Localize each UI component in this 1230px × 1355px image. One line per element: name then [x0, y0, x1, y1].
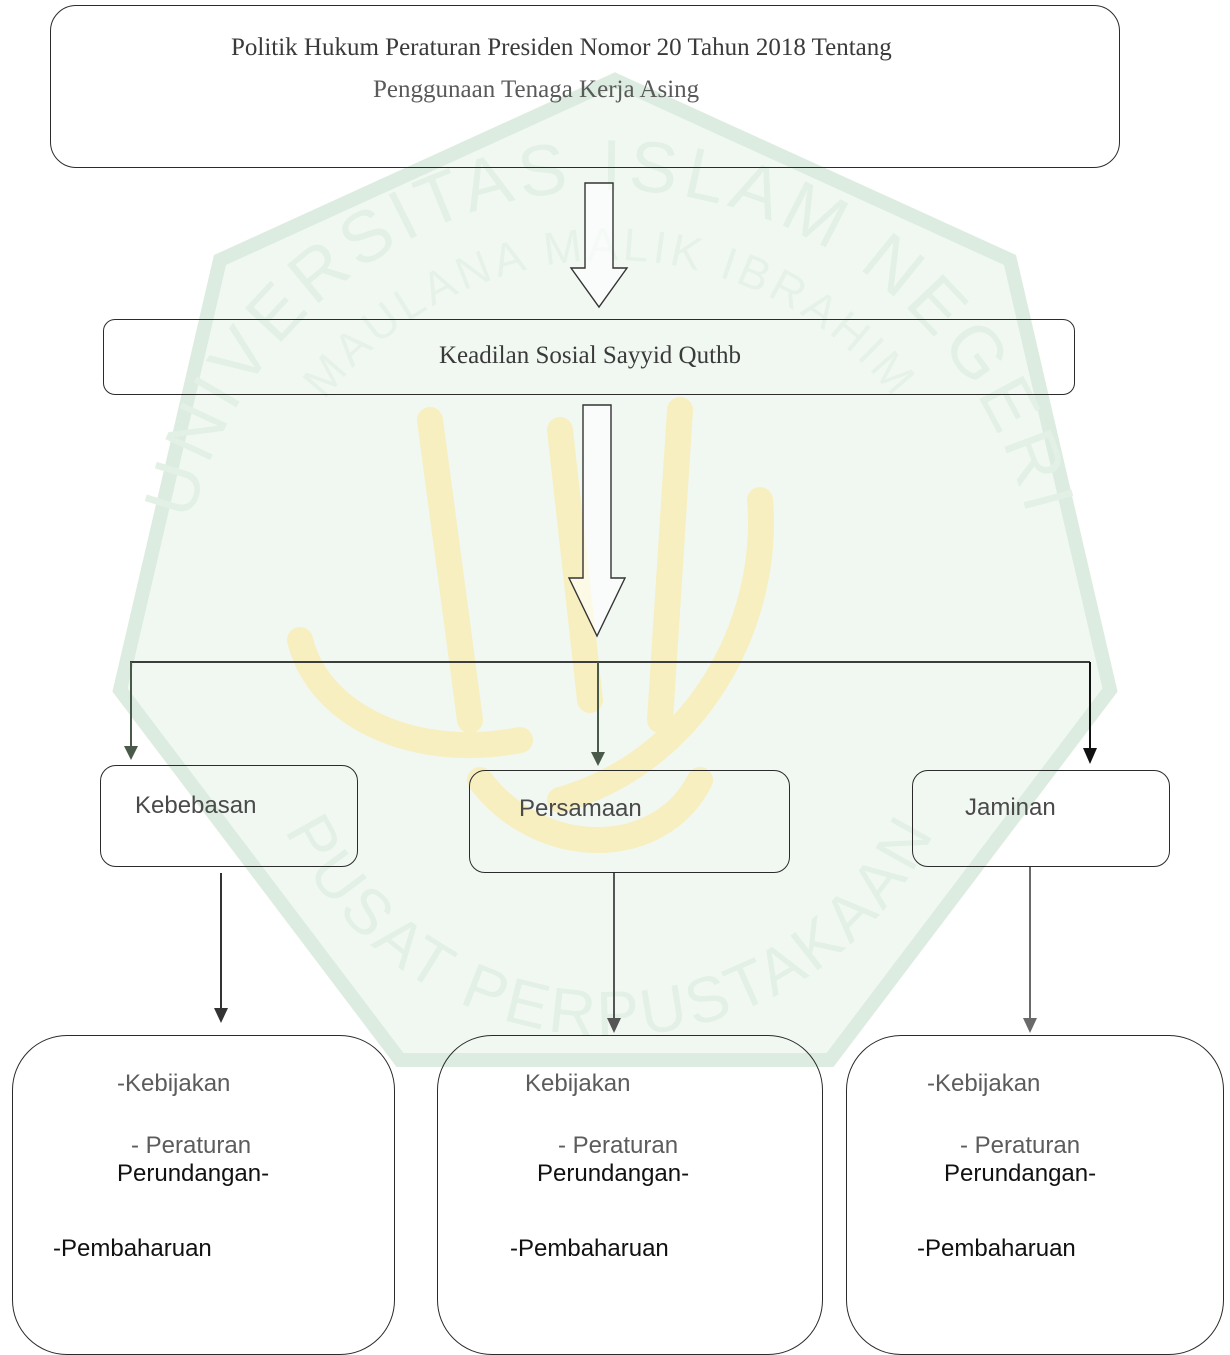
category-box-kebebasan: Kebebasan: [100, 765, 358, 867]
title-box: Politik Hukum Peraturan Presiden Nomor 2…: [50, 5, 1120, 168]
category-box-persamaan: Persamaan: [469, 770, 790, 873]
leaf-item-perundangan: Perundangan-: [537, 1160, 690, 1187]
category-label: Kebebasan: [135, 792, 257, 819]
leaf-item-kebijakan: -Kebijakan: [117, 1070, 231, 1097]
category-box-jaminan: Jaminan: [912, 770, 1170, 867]
leaf-item-peraturan: - Peraturan: [131, 1132, 252, 1159]
leaf-item-kebijakan: -Kebijakan: [927, 1070, 1041, 1097]
leaf-item-peraturan: - Peraturan: [558, 1132, 679, 1159]
watermark-heptagon: [112, 72, 1118, 1067]
concept-label: Keadilan Sosial Sayyid Quthb: [438, 342, 742, 369]
leaf-item-pembaharuan: -Pembaharuan: [53, 1235, 212, 1262]
arrowhead-middle: [591, 752, 605, 766]
title-line-2: Penggunaan Tenaga Kerja Asing: [373, 76, 700, 103]
leaf-item-perundangan: Perundangan-: [117, 1160, 270, 1187]
title-line-1: Politik Hukum Peraturan Presiden Nomor 2…: [231, 34, 892, 61]
leaf-item-pembaharuan: -Pembaharuan: [917, 1235, 1076, 1262]
hollow-down-arrow-2: [567, 404, 627, 638]
leaf-box-left: -Kebijakan - Peraturan Perundangan- -Pem…: [12, 1035, 395, 1355]
leaf-arrowhead-middle: [607, 1018, 621, 1033]
leaf-arrowhead-left: [214, 1008, 228, 1023]
category-label: Jaminan: [965, 794, 1056, 821]
concept-box: Keadilan Sosial Sayyid Quthb: [103, 319, 1075, 395]
arrowhead-left: [124, 746, 138, 760]
leaf-box-right: -Kebijakan - Peraturan Perundangan- -Pem…: [846, 1035, 1224, 1355]
arrowhead-right: [1083, 748, 1097, 764]
leaf-item-perundangan: Perundangan-: [944, 1160, 1097, 1187]
leaf-item-peraturan: - Peraturan: [960, 1132, 1081, 1159]
leaf-arrowhead-right: [1023, 1018, 1037, 1033]
leaf-item-kebijakan: Kebijakan: [525, 1070, 631, 1097]
leaf-item-pembaharuan: -Pembaharuan: [510, 1235, 669, 1262]
hollow-down-arrow-1: [569, 182, 629, 309]
category-label: Persamaan: [519, 795, 642, 822]
leaf-box-middle: Kebijakan - Peraturan Perundangan- -Pemb…: [437, 1035, 823, 1355]
